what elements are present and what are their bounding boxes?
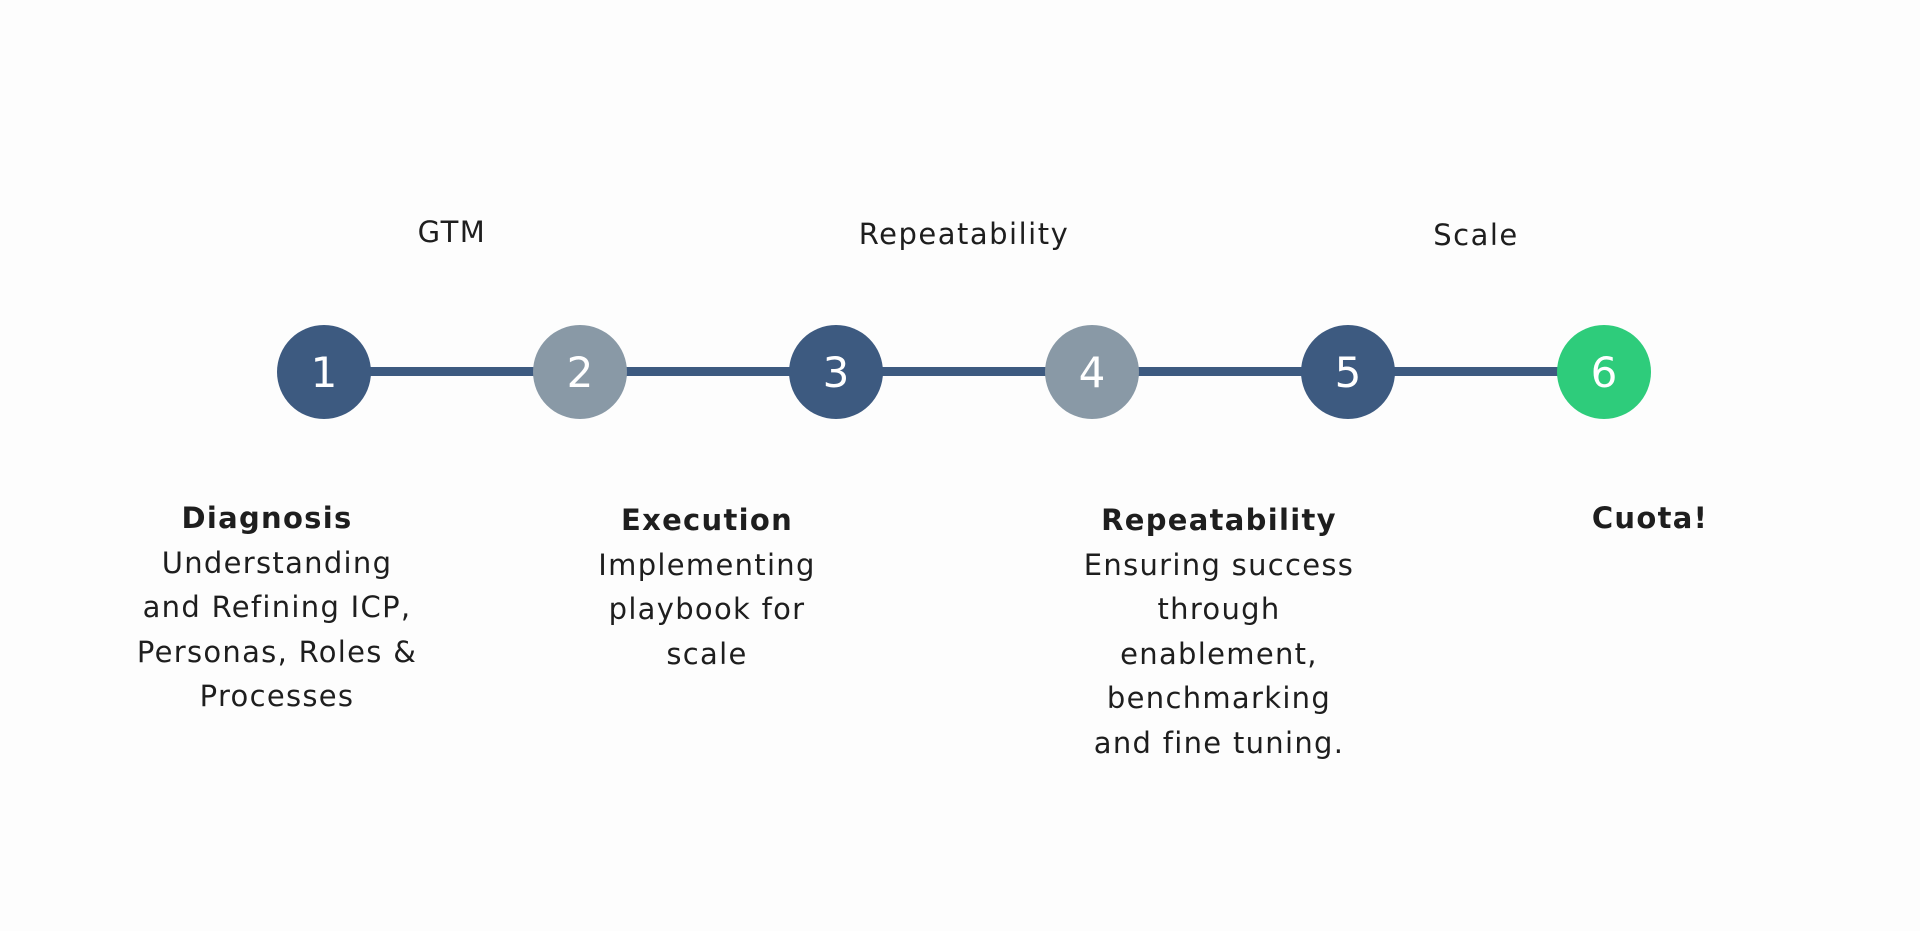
step-number: 4: [1078, 347, 1106, 397]
caption-title: Repeatability: [1101, 503, 1337, 537]
step-node-2: 2: [533, 325, 627, 419]
caption-line: and fine tuning.: [1093, 725, 1345, 760]
caption-diagnosis: Diagnosis Understanding and Refining ICP…: [137, 496, 417, 719]
caption-line: Ensuring success: [1083, 547, 1355, 582]
caption-line: Personas, Roles &: [136, 634, 418, 669]
step-number: 2: [566, 347, 594, 397]
phase-label-scale: Scale: [1433, 218, 1519, 252]
caption-cuota: Cuota!: [1592, 496, 1708, 541]
caption-line: Processes: [199, 679, 355, 713]
caption-repeatability: Repeatability Ensuring success through e…: [1084, 498, 1354, 765]
caption-line: benchmarking: [1106, 681, 1332, 715]
step-number: 5: [1334, 347, 1362, 397]
caption-line: Understanding: [161, 545, 393, 580]
caption-line: playbook for: [608, 592, 806, 626]
step-number: 3: [822, 347, 850, 397]
step-node-1: 1: [277, 325, 371, 419]
caption-title: Cuota!: [1591, 501, 1709, 535]
caption-title: Diagnosis: [181, 501, 353, 535]
caption-line: scale: [666, 636, 748, 671]
caption-line: enablement,: [1120, 636, 1318, 671]
caption-line: and Refining ICP,: [142, 590, 412, 624]
phase-label-repeatability: Repeatability: [858, 217, 1070, 251]
caption-title: Execution: [620, 503, 794, 537]
step-node-4: 4: [1045, 325, 1139, 419]
step-node-6: 6: [1557, 325, 1651, 419]
step-number: 1: [310, 347, 338, 397]
caption-line: Implementing: [598, 547, 816, 582]
step-node-5: 5: [1301, 325, 1395, 419]
caption-line: through: [1157, 592, 1281, 626]
step-number: 6: [1590, 347, 1618, 397]
step-node-3: 3: [789, 325, 883, 419]
phase-label-gtm: GTM: [417, 215, 487, 249]
caption-execution: Execution Implementing playbook for scal…: [598, 498, 815, 676]
timeline-connector-line: [324, 367, 1604, 376]
